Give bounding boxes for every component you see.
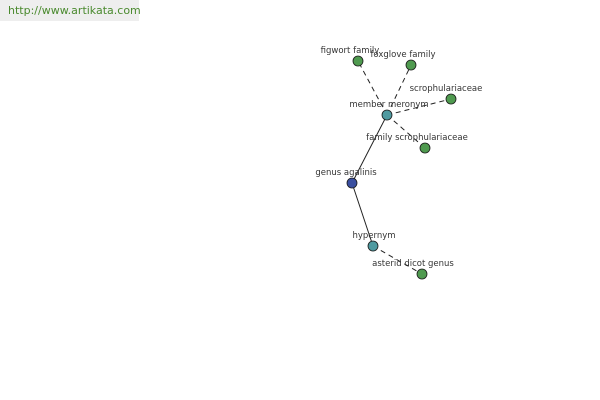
- edge-meronym-scroph: [386, 98, 452, 116]
- node-hypernym[interactable]: [367, 240, 379, 252]
- nodes-layer: [346, 55, 457, 280]
- labels-layer: genus agalinis member meronym hypernym figw…: [315, 46, 482, 269]
- edge-genus-hypernym: [351, 182, 374, 247]
- node-label-scroph: scrophulariaceae: [410, 84, 483, 94]
- edge-genus-meronym: [351, 114, 388, 184]
- node-figwort[interactable]: [352, 55, 364, 67]
- node-label-genus: genus agalinis: [315, 168, 377, 178]
- edge-meronym-figwort: [357, 60, 388, 116]
- node-label-familyscroph: family scrophulariaceae: [366, 133, 468, 143]
- node-scroph[interactable]: [445, 93, 457, 105]
- edge-meronym-foxglove: [386, 64, 412, 116]
- node-label-meronym: member meronym: [349, 100, 428, 110]
- edge-hypernym-asterid: [372, 245, 423, 275]
- watermark-url: http://www.artikata.com: [0, 0, 141, 21]
- node-label-figwort: figwort family: [321, 46, 380, 56]
- node-asterid[interactable]: [416, 268, 428, 280]
- node-label-foxglove: foxglove family: [370, 50, 435, 60]
- node-foxglove[interactable]: [405, 59, 417, 71]
- edges-layer: [351, 60, 452, 275]
- edge-meronym-familyscroph: [386, 114, 426, 149]
- node-label-hypernym: hypernym: [352, 231, 395, 241]
- node-meronym[interactable]: [381, 109, 393, 121]
- node-label-asterid: asterid dicot genus: [372, 259, 454, 269]
- node-genus[interactable]: [346, 177, 358, 189]
- node-familyscroph[interactable]: [419, 142, 431, 154]
